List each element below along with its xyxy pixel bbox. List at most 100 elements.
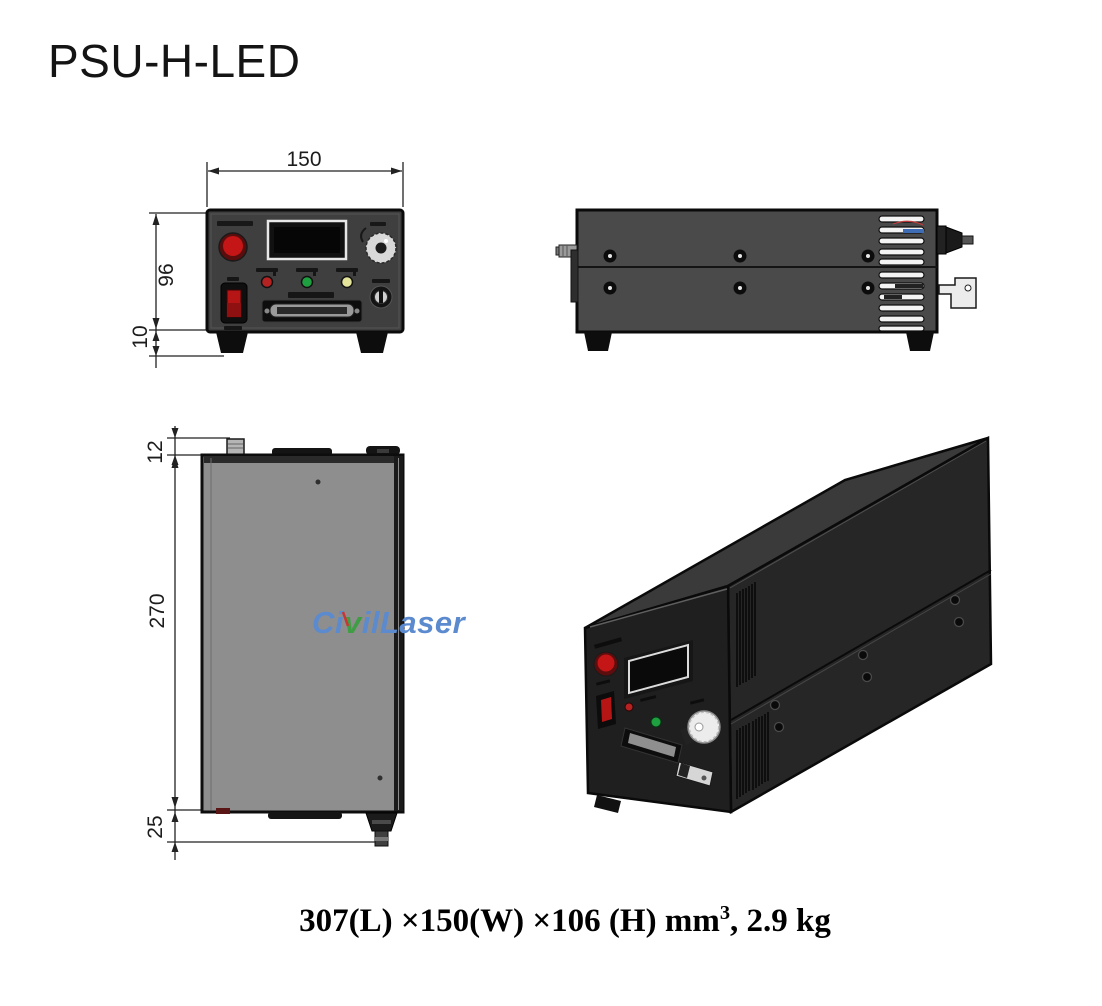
screw-dot <box>315 479 321 485</box>
led-green <box>650 716 662 728</box>
foot <box>584 332 612 351</box>
led-labels <box>256 268 358 276</box>
knob-label-mark <box>360 227 367 243</box>
knob-marker <box>384 239 388 243</box>
mounting-bracket <box>938 277 977 309</box>
front-panel-bevel <box>210 213 400 329</box>
adjust-knob <box>687 710 721 744</box>
iso-vent-slats <box>736 582 769 799</box>
adjust-knob-knurl <box>689 712 719 742</box>
arrowhead <box>171 842 179 852</box>
key-switch-label <box>372 279 390 283</box>
isometric-view <box>583 435 993 815</box>
dim-label-length: 270 <box>146 593 169 628</box>
adjust-knob <box>375 242 387 254</box>
adjust-knob-center <box>694 722 704 732</box>
emergency-stop-button <box>597 654 615 672</box>
dim-label-foot-height: 10 <box>129 325 152 348</box>
top-dim-lines <box>167 426 378 860</box>
estop-label <box>593 637 623 649</box>
corner-detail <box>216 808 230 814</box>
label-sticker-blue <box>903 229 924 233</box>
front-view: 150 96 10 <box>129 148 405 368</box>
arrowhead <box>391 167 402 175</box>
iso-divider <box>730 569 992 721</box>
arrowhead <box>171 457 179 468</box>
knob-label <box>370 222 386 226</box>
component-label <box>689 698 705 705</box>
led-yellow <box>340 275 354 289</box>
side-body <box>575 208 939 334</box>
fiber-connector-base <box>936 225 947 255</box>
fiber-connector-cone <box>945 226 963 254</box>
dimensions-caption: 307(L) ×150(W) ×106 (H) mm3, 2.9 kg <box>14 902 1102 940</box>
led-red <box>624 702 634 712</box>
label-sticker-dark <box>884 295 902 299</box>
iso-divider-highlight <box>730 573 992 725</box>
watermark-logo: CivilLaser <box>312 605 467 640</box>
top-front-bezel <box>204 456 401 463</box>
bracket-end <box>678 763 690 778</box>
arrowhead <box>208 167 219 175</box>
rocker-label-on <box>227 277 239 281</box>
arrowhead <box>171 812 179 822</box>
caption-prefix: 307(L) ×150(W) ×106 (H) mm <box>299 903 720 939</box>
dim-label-width: 150 <box>286 148 321 171</box>
screws <box>603 249 875 295</box>
caption-suffix: , 2.9 kg <box>730 903 831 939</box>
page-title: PSU-H-LED <box>48 35 301 87</box>
foot <box>906 332 934 351</box>
display-window-inner <box>274 227 340 253</box>
side-edge-strip <box>570 249 579 303</box>
arrowhead <box>171 428 179 438</box>
fiber-ferrule-tip-band <box>375 837 388 841</box>
foot <box>594 795 621 813</box>
top-view: 12 270 25 <box>144 426 467 860</box>
label-sticker-dark <box>895 284 923 288</box>
arrowhead <box>152 346 160 356</box>
arrowhead <box>152 318 160 329</box>
led-red <box>260 275 274 289</box>
iso-right-edge-highlight <box>729 440 987 589</box>
db-connector-pins <box>277 307 347 314</box>
side-view <box>555 208 977 351</box>
dim-width-150 <box>206 162 404 207</box>
fiber-ferrule-band <box>372 820 391 824</box>
emergency-stop-button <box>223 236 243 256</box>
db-screw <box>263 307 271 315</box>
label-sticker-red-line <box>892 220 924 226</box>
arrowhead <box>152 331 160 341</box>
dim-height-lines <box>149 212 224 368</box>
dim-label-height: 96 <box>155 263 178 286</box>
led-green <box>300 275 314 289</box>
power-switch-rocker <box>601 697 612 722</box>
knob-top-notch <box>377 449 389 453</box>
db-connector-label <box>288 292 334 298</box>
iso-front-face <box>583 584 733 814</box>
estop-label <box>217 221 253 226</box>
bracket-hole <box>701 775 707 781</box>
bnc-connector-top <box>226 438 245 456</box>
foot <box>216 332 248 353</box>
iso-top-edge-highlight <box>589 588 728 628</box>
arrowhead <box>171 797 179 808</box>
db-screw <box>353 307 361 315</box>
arrowhead <box>152 214 160 225</box>
front-recess <box>268 812 342 819</box>
knob-shaft <box>680 726 696 745</box>
component-label <box>639 695 657 702</box>
bracket-hole <box>964 284 972 292</box>
watermark-accent <box>341 611 350 627</box>
db-connector-shell <box>628 733 676 757</box>
dim-label-rear-connector: 12 <box>144 440 167 463</box>
fiber-connector-tip <box>961 235 974 245</box>
key-slot <box>379 290 383 303</box>
component-label <box>595 679 611 686</box>
top-body <box>200 453 405 814</box>
foot <box>356 332 388 353</box>
dim-label-front-connector: 25 <box>144 815 167 838</box>
iso-screws <box>769 594 965 733</box>
screw-dot <box>377 775 383 781</box>
